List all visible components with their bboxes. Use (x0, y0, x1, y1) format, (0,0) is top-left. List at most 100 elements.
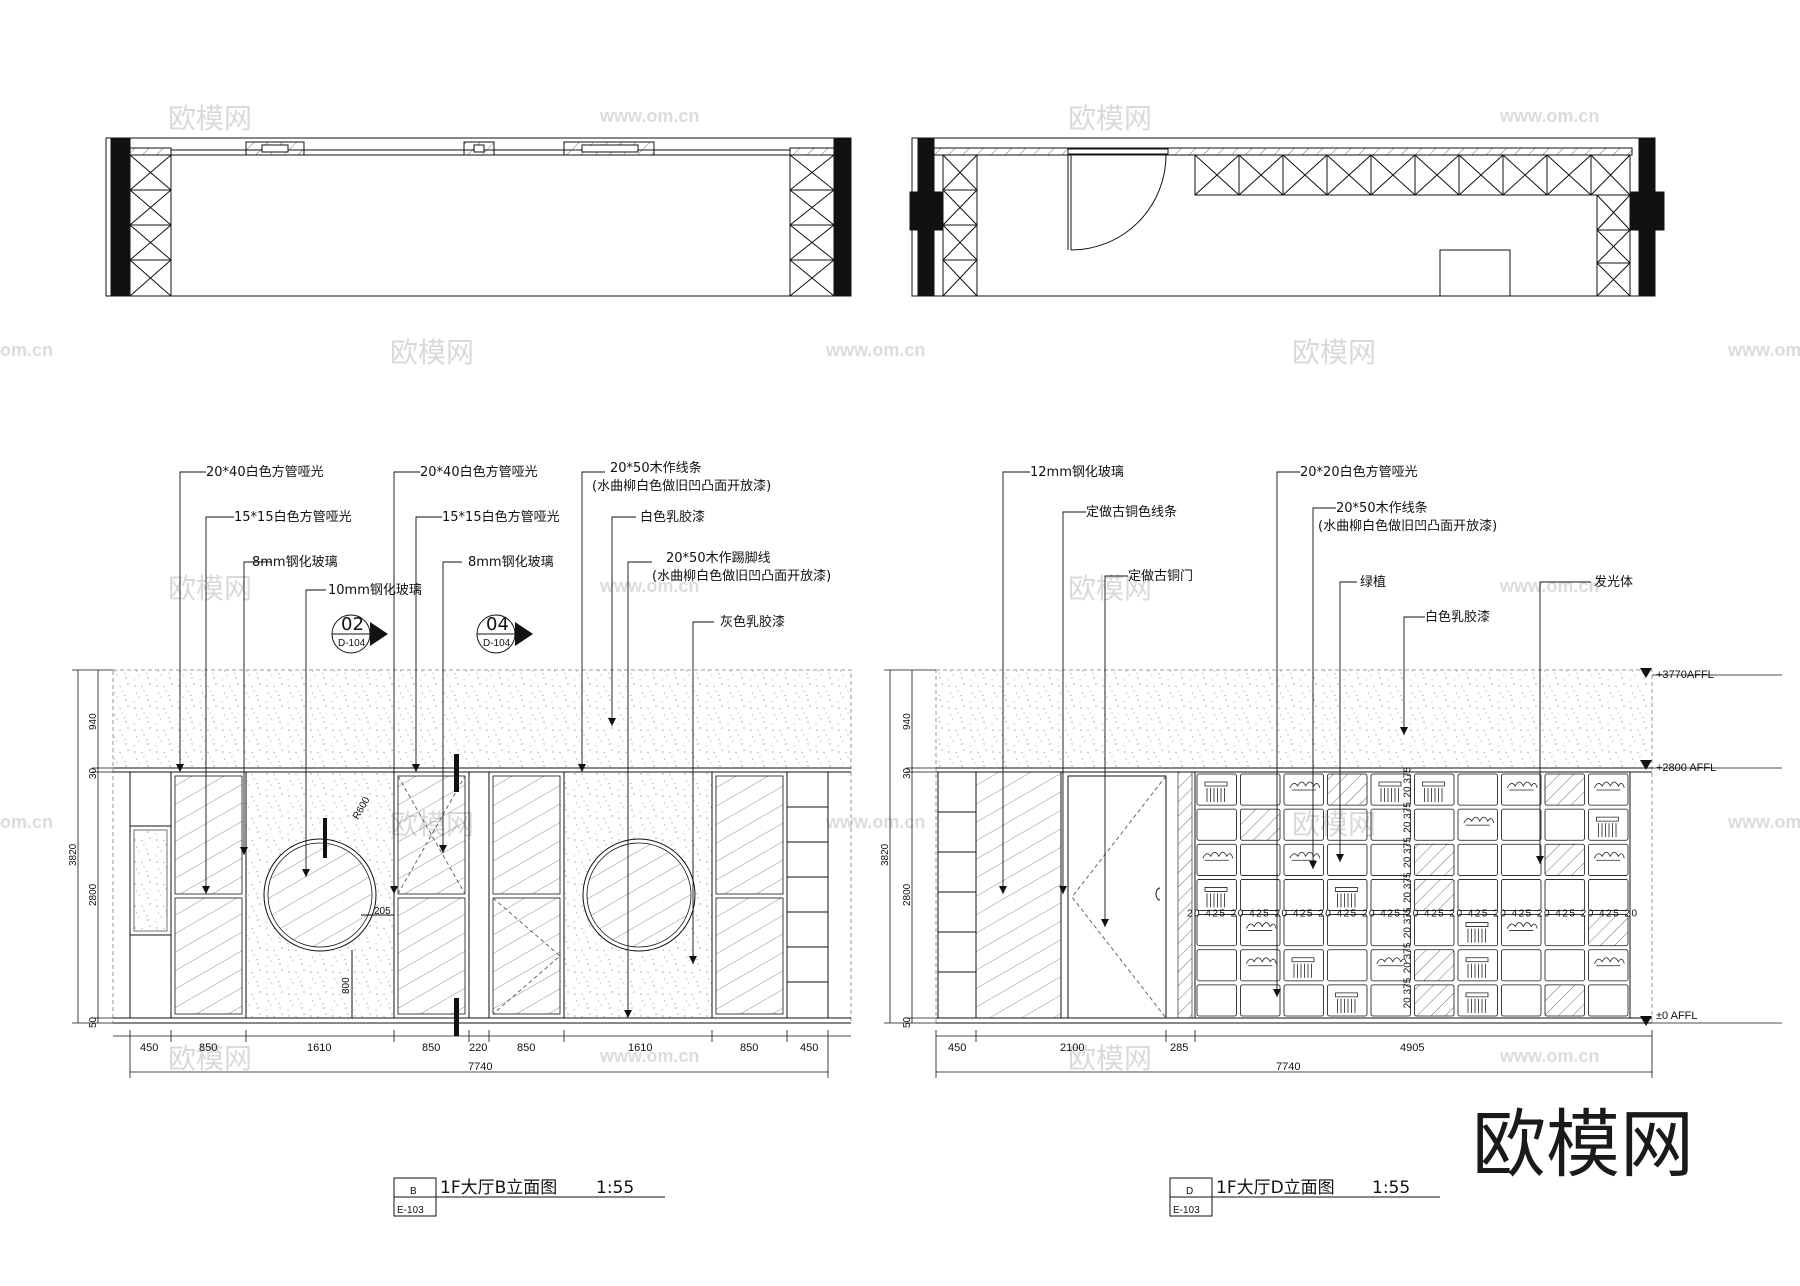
shelf-cell (1283, 949, 1324, 982)
plant-icon (1593, 781, 1625, 791)
books-icon (1596, 816, 1619, 838)
label-skirting-note: (水曲柳白色做旧凹凸面开放漆) (652, 568, 831, 584)
books-icon (1204, 887, 1228, 908)
shelf-cell (1196, 773, 1237, 806)
svg-text:50: 50 (88, 1016, 99, 1028)
watermarks: 欧模网 www.om.cn 欧模网 www.om.cn om.cn 欧模网 ww… (0, 102, 1800, 1075)
label-white-paint: 白色乳胶漆 (640, 509, 705, 525)
level-floor: ±0 AFFL (1656, 1010, 1698, 1022)
shelf-cell (1240, 773, 1281, 806)
svg-text:940: 940 (88, 713, 99, 730)
shelf-cell (1370, 843, 1411, 876)
svg-text:2100: 2100 (1060, 1042, 1084, 1054)
watermark-site: www.om.cn (1499, 1046, 1599, 1066)
shelf-cell (1327, 949, 1368, 982)
shelf-cell (1501, 843, 1542, 876)
label-wood-strip: 20*50木作线条 (1336, 500, 1428, 516)
shelf-cell (1196, 914, 1237, 947)
shelf-cell (1196, 808, 1237, 841)
shelf-cell (1544, 949, 1585, 982)
shelf-cell (1327, 773, 1368, 806)
watermark-site: www.om.cn (825, 340, 925, 360)
shelf-cell (1414, 808, 1455, 841)
books-icon (1465, 922, 1489, 943)
shelf-dim-col: 20 375 (1403, 872, 1414, 903)
title-tag-ref: E-103 (397, 1205, 424, 1216)
shelf-cell (1457, 949, 1498, 982)
shelf-cell (1544, 984, 1585, 1017)
shelf-cell (1544, 843, 1585, 876)
shelf-dim-col: 20 375 (1403, 802, 1414, 833)
shelf-cell (1501, 879, 1542, 911)
label-wood-strip-note: (水曲柳白色做旧凹凸面开放漆) (1318, 518, 1497, 534)
shelf-cell (1283, 879, 1324, 911)
shelf-cell (1544, 773, 1585, 806)
watermark-brand: 欧模网 (1068, 1042, 1152, 1075)
label-wood-strip: 20*50木作线条 (610, 460, 702, 476)
shelf-cell (1544, 808, 1585, 841)
shelf-cell (1457, 808, 1498, 841)
title-tag-letter: B (410, 1186, 417, 1197)
level-mid: +2800 AFFL (1656, 762, 1716, 774)
plant-icon (1506, 922, 1538, 931)
label-square-tube-20: 20*20白色方管哑光 (1300, 464, 1418, 480)
shelf-cell (1588, 773, 1629, 806)
shelf-cells: 20 425 20 425 20 425 20 425 20 425 20 42… (1187, 767, 1637, 1017)
svg-text:850: 850 (517, 1042, 535, 1054)
shelf-cell (1327, 879, 1368, 911)
svg-text:3820: 3820 (880, 843, 891, 866)
plant-icon (1593, 957, 1625, 967)
svg-text:850: 850 (740, 1042, 758, 1054)
watermark-site: www.om.cn (599, 106, 699, 126)
shelf-dim-col: 20 375 (1403, 767, 1414, 798)
level-top: +3770AFFL (1656, 669, 1714, 681)
svg-text:2800: 2800 (902, 883, 913, 906)
plant-icon (1463, 816, 1495, 826)
shelf-cell (1544, 879, 1585, 911)
watermark-site: www.om.cn (599, 1046, 699, 1066)
shelf-cell (1588, 808, 1629, 841)
label-bronze-strip: 定做古铜色线条 (1086, 504, 1177, 520)
books-icon (1465, 957, 1489, 978)
plant-icon (1376, 957, 1408, 967)
shelf-cell (1414, 773, 1455, 806)
watermark-brand: 欧模网 (168, 102, 252, 135)
watermark-site: www.om.cn (825, 812, 925, 832)
shelf-cell (1240, 949, 1281, 982)
shelf-cell (1370, 808, 1411, 841)
label-square-tube-15: 15*15白色方管哑光 (442, 509, 560, 525)
plan-right (909, 137, 1665, 297)
watermark-brand: 欧模网 (1292, 336, 1376, 369)
watermark-brand: 欧模网 (1068, 572, 1152, 605)
plant-icon (1245, 957, 1277, 967)
shelf-cell (1240, 808, 1281, 841)
shelf-cell (1501, 773, 1542, 806)
svg-text:3820: 3820 (68, 843, 79, 866)
svg-text:7740: 7740 (1276, 1061, 1300, 1073)
label-square-tube-40: 20*40白色方管哑光 (420, 464, 538, 480)
label-light-body: 发光体 (1594, 574, 1633, 590)
shelf-cell (1457, 879, 1498, 911)
shelf-cell (1588, 949, 1629, 982)
cabinet-cells (1194, 154, 1631, 196)
watermark-site: om.cn (0, 812, 53, 832)
label-bronze-door: 定做古铜门 (1128, 569, 1193, 584)
shelf-cell (1327, 984, 1368, 1017)
shelf-cell (1414, 879, 1455, 911)
svg-text:850: 850 (199, 1042, 217, 1054)
shelf-cell (1370, 773, 1411, 806)
svg-text:850: 850 (422, 1042, 440, 1054)
shelf-cell (1501, 984, 1542, 1017)
plan-left (105, 137, 852, 297)
books-icon (1291, 957, 1315, 978)
plant-icon (1506, 781, 1538, 791)
books-icon (1204, 781, 1228, 802)
svg-text:450: 450 (800, 1042, 818, 1054)
shelf-cell (1327, 843, 1368, 876)
watermark-site: om.cn (0, 340, 53, 360)
shelf-cell (1240, 879, 1281, 911)
svg-text:940: 940 (902, 713, 913, 730)
shelf-cell (1457, 843, 1498, 876)
section-marker-04: 04 D-104 (476, 614, 533, 654)
brand-logo: 欧模网 (1472, 1102, 1694, 1188)
